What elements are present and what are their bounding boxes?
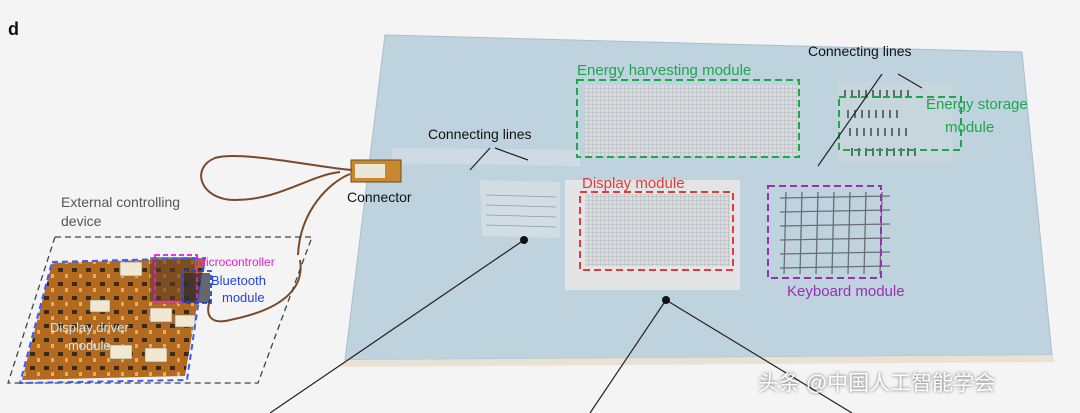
label-display-module: Display module [582,175,685,192]
display-mesh [585,194,730,266]
display-box [579,191,734,271]
pcb-connectors [89,261,196,363]
energy-storage-area [838,82,953,162]
label-energy-storage-2: module [945,119,995,136]
label-energy-harvesting: Energy harvesting module [577,62,752,79]
connecting-lines-threads [485,194,557,228]
label-display-driver-2: module [68,338,111,353]
cable [200,154,353,323]
label-bluetooth-2: module [222,290,265,305]
label-bluetooth-1: Bluetooth [211,273,266,288]
energy-harvesting-mesh [585,85,800,157]
cable-2 [297,173,351,256]
label-connecting-lines-top: Connecting lines [808,43,912,59]
label-connector: Connector [347,189,412,205]
energy-storage-box [838,96,962,151]
pointer-lines [269,73,923,413]
connecting-strip [392,148,580,166]
pointer-dot-2 [662,296,670,304]
label-display-driver-1: Display driver [50,320,129,335]
microcontroller-box [154,254,198,304]
keyboard-box [767,185,882,279]
bluetooth-box [182,270,212,304]
label-energy-storage-1: Energy storage [926,96,1028,113]
watermark: 头条 @中国人工智能学会 [758,372,996,395]
display-driver-box [18,256,207,385]
pointer-dot-1 [520,236,528,244]
energy-harvesting-box [576,79,800,158]
textile-edge [340,355,1055,367]
label-connecting-lines-mid: Connecting lines [428,126,532,142]
connecting-lines-area [480,180,560,238]
connector-socket [355,164,385,178]
keyboard-grid [779,191,891,275]
label-microcontroller: Microcontroller [196,255,275,269]
external-device-box [7,236,313,384]
label-external-device-2: device [61,213,102,229]
label-keyboard-module: Keyboard module [787,283,905,300]
label-external-device-1: External controlling [61,194,181,210]
energy-storage-cells [844,90,916,156]
panel-letter: d [8,19,19,39]
